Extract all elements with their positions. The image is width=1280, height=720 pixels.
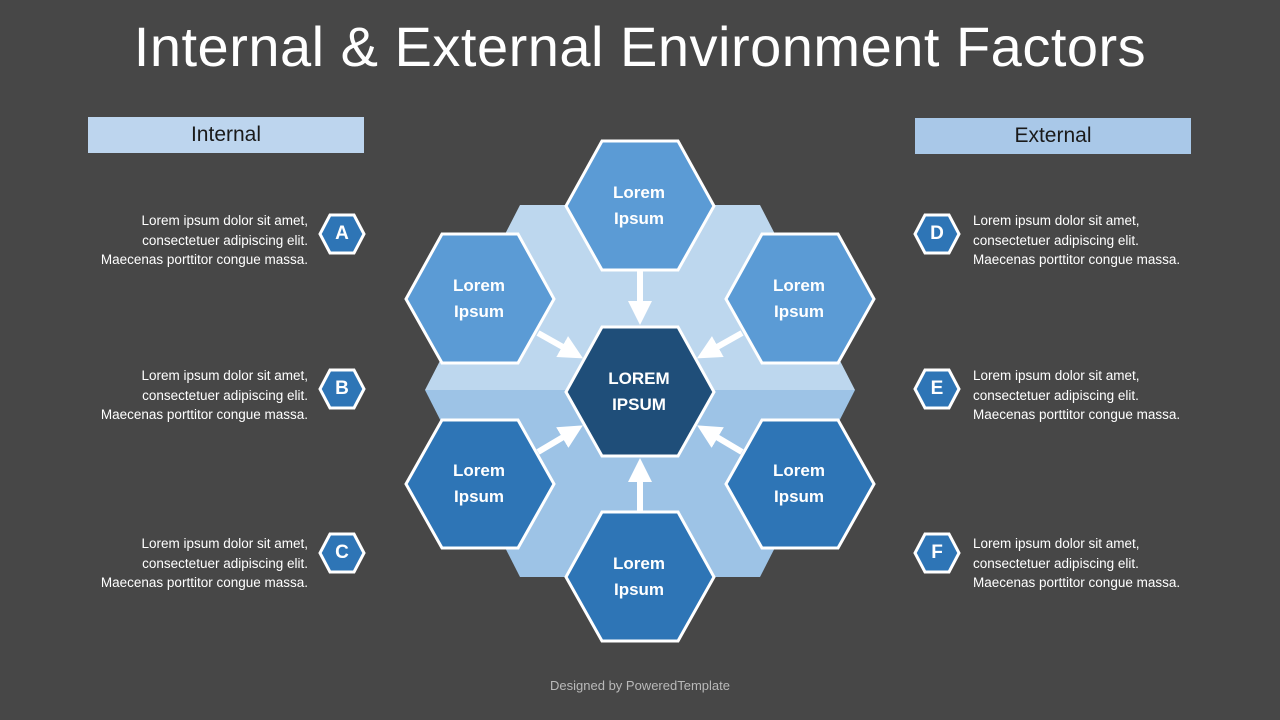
internal-header: Internal	[88, 117, 364, 153]
external-header: External	[915, 118, 1191, 154]
badge-letter: B	[335, 378, 349, 399]
badge-a: A	[318, 213, 366, 255]
hex-center	[564, 325, 716, 458]
hex-upper-right-label: Lorem Ipsum	[739, 273, 859, 325]
badge-letter: E	[930, 378, 944, 399]
hex-bottom-label: Lorem Ipsum	[579, 551, 699, 603]
center-label-line1: LOREM	[608, 369, 670, 388]
hex-lower-left	[404, 418, 556, 550]
hex-upper-left	[404, 232, 556, 365]
hex-lower-right-label: Lorem Ipsum	[739, 458, 859, 510]
page-title: Internal & External Environment Factors	[133, 15, 1147, 78]
badge-letter: F	[931, 542, 943, 563]
hex-lower-right	[724, 418, 876, 550]
hex-label-line2: Ipsum	[613, 209, 665, 228]
hex-label-line1: Lorem	[613, 183, 665, 202]
hex-upper-left-label: Lorem Ipsum	[419, 273, 539, 325]
badge-letter: C	[335, 542, 349, 563]
hex-upper-right	[724, 232, 876, 365]
hex-label-line2: Ipsum	[613, 580, 665, 599]
hexagon-icon	[318, 368, 366, 410]
badge-c: C	[318, 532, 366, 574]
badge-letter: A	[335, 223, 349, 244]
hex-label-line2: Ipsum	[773, 487, 825, 506]
badge-d: D	[913, 213, 961, 255]
hex-bottom	[564, 510, 716, 643]
arrow-lower-left	[536, 425, 583, 455]
hex-top	[564, 139, 716, 272]
factor-d-text: Lorem ipsum dolor sit amet, consectetuer…	[973, 213, 1181, 267]
arrow-upper-right	[696, 330, 744, 359]
factor-e-text: Lorem ipsum dolor sit amet, consectetuer…	[973, 368, 1181, 422]
hexagon-icon	[318, 213, 366, 255]
hexagon-icon	[318, 532, 366, 574]
hex-label-line2: Ipsum	[453, 302, 505, 321]
badge-f: F	[913, 532, 961, 574]
factor-c-text: Lorem ipsum dolor sit amet, consectetuer…	[100, 536, 308, 590]
hex-label-line1: Lorem	[453, 276, 505, 295]
hexagon-icon	[913, 368, 961, 410]
hexagon-icon	[913, 213, 961, 255]
factor-b-text: Lorem ipsum dolor sit amet, consectetuer…	[100, 368, 308, 422]
factor-f-text: Lorem ipsum dolor sit amet, consectetuer…	[973, 536, 1181, 590]
hex-label-line1: Lorem	[453, 461, 505, 480]
badge-e: E	[913, 368, 961, 410]
arrow-lower-right	[697, 425, 744, 455]
hex-label-line1: Lorem	[773, 461, 825, 480]
hexagon-icon	[913, 532, 961, 574]
center-label-line2: IPSUM	[612, 395, 666, 414]
hex-label-line2: Ipsum	[773, 302, 825, 321]
hex-center-label: LOREM IPSUM	[579, 366, 699, 418]
hex-lower-left-label: Lorem Ipsum	[419, 458, 539, 510]
hex-top-label: Lorem Ipsum	[579, 180, 699, 232]
footer-credit: Designed by PoweredTemplate	[550, 678, 730, 693]
factor-a-text: Lorem ipsum dolor sit amet, consectetuer…	[100, 213, 308, 267]
badge-letter: D	[930, 223, 944, 244]
arrow-upper-left	[536, 330, 584, 359]
hex-label-line2: Ipsum	[453, 487, 505, 506]
hex-label-line1: Lorem	[613, 554, 665, 573]
badge-b: B	[318, 368, 366, 410]
hex-label-line1: Lorem	[773, 276, 825, 295]
